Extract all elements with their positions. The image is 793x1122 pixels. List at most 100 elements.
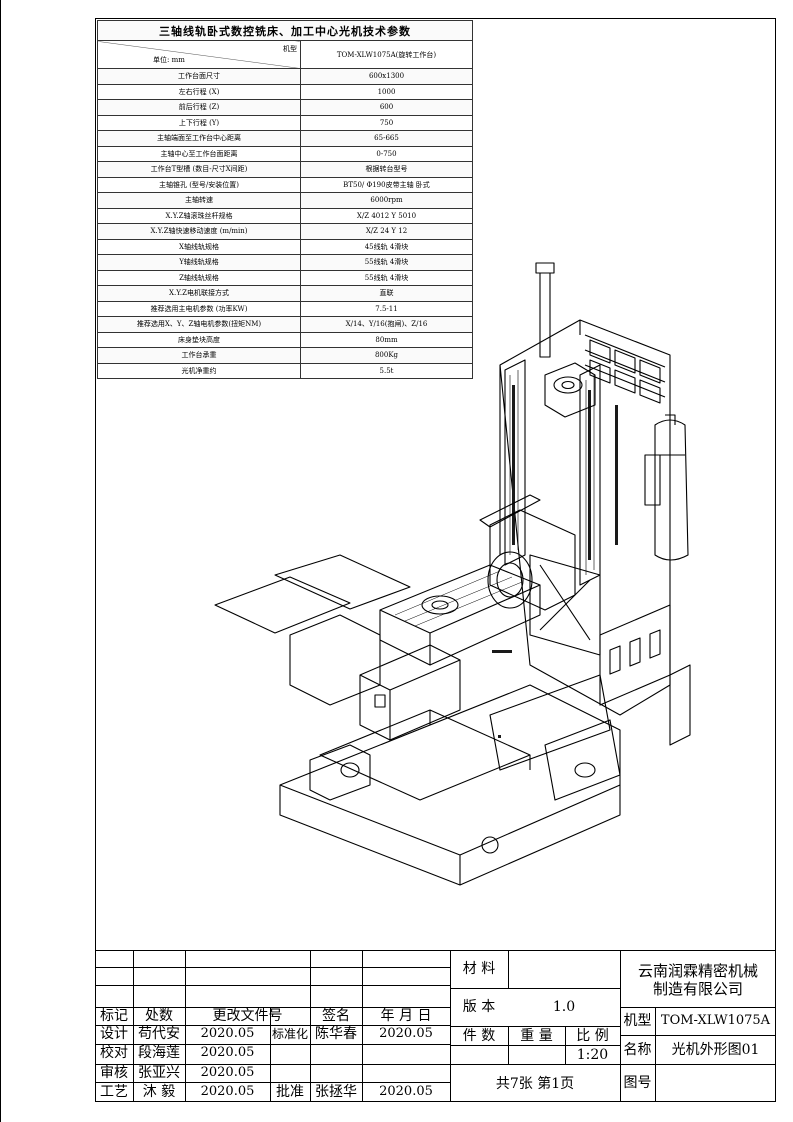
spec-row-value: 65-665 [300,130,473,147]
name-design: 苟代安 [138,1026,180,1042]
spindle-motor [544,362,596,418]
coolant-tube [539,266,551,358]
spec-row-label: 主轴转速 [97,192,301,209]
role-review: 审核 [100,1065,128,1081]
header-signature: 签名 [322,1008,350,1024]
bed-hole [481,836,499,854]
page-left-border [0,0,1,1122]
spec-row-value: 直联 [300,285,473,302]
spec-row-label: 主轴端面至工作台中心距离 [97,130,301,147]
spindle-head [489,509,576,611]
spec-table-corner-header: 机型 单位: mm [97,40,301,69]
date-design: 2020.05 [200,1026,255,1041]
version-label: 版 本 [462,999,496,1015]
spec-row-value: X/Z 4012 Y 5010 [300,207,473,224]
spec-row-label: 主轴中心至工作台面距离 [97,145,301,162]
date-review: 2020.05 [200,1065,255,1080]
date-check: 2020.05 [200,1045,255,1060]
scale-label: 比 例 [576,1028,609,1044]
role-process: 工艺 [100,1084,128,1100]
material-label: 材 料 [462,961,496,977]
spec-row-label: 主轴锥孔 (型号/安装位置) [97,176,301,193]
version-value: 1.0 [552,999,576,1015]
company-line-1: 云南润霖精密机械 [637,962,758,980]
column-left-rail [504,359,526,566]
spec-row-label: X轴线轨规格 [97,238,301,255]
spec-row: X.Y.Z轴快速移动速度 (m/min)X/Z 24 Y 12 [97,223,473,240]
spec-row: 前后行程 (Z)600 [97,99,473,116]
spec-table-title: 三轴线轨卧式数控铣床、加工中心光机技术参数 [97,20,473,41]
spec-row-label: 前后行程 (Z) [97,99,301,116]
spec-model-value: TOM-XLW1075A(旋转工作台) [300,40,473,69]
role-approve: 批准 [276,1084,304,1100]
date-standardization: 2020.05 [379,1026,433,1041]
coolant-bottle [654,419,689,561]
spec-row-value: X/Z 24 Y 12 [300,223,473,240]
drawing-name-value: 光机外形图01 [671,1042,760,1058]
spec-header-unit-label: 单位: mm [153,56,185,64]
name-review: 张亚兴 [138,1065,180,1081]
rotary-table-center [421,595,459,615]
tube-cap [535,262,555,274]
model-value: TOM-XLW1075A [660,1013,771,1028]
z-axis-servo [544,719,621,801]
spec-row: 左右行程 (X)1000 [97,83,473,100]
spec-row-value: 5.5t [300,362,473,379]
weight-label: 重 量 [520,1028,553,1044]
name-process: 沐 毅 [142,1084,176,1100]
date-process: 2020.05 [200,1084,255,1099]
x-axis-upper-cover [274,554,411,610]
spec-row-label: 左右行程 (X) [97,83,301,100]
header-count: 处数 [145,1008,173,1024]
rotary-table-top [379,564,541,634]
title-block: 标记 处数 更改文件号 签名 年 月 日 设计 苟代安 2020.05 标准化 … [95,950,776,1102]
spindle-nose [487,551,533,609]
spec-row-value: 0-750 [300,145,473,162]
spec-row-label: X.Y.Z轴滚珠丝杆规格 [97,207,301,224]
spec-row-value: 600x1300 [300,68,473,85]
count-label: 件 数 [462,1028,496,1044]
spec-row: 推荐选用X、Y、Z轴电机参数(扭矩NM)X/14、Y/16(抱闸)、Z/16 [97,316,473,333]
spec-row-label: 工作台面尺寸 [97,68,301,85]
motor-pulley [553,376,583,394]
name-approve: 张拯华 [315,1084,357,1100]
spec-row-value: 根据转台型号 [300,161,473,178]
z-axis-right-cover [489,674,611,771]
role-design: 设计 [100,1026,128,1042]
company-line-2: 制造有限公司 [652,980,743,998]
spec-row-value: 600 [300,99,473,116]
drawing-number-label: 图号 [623,1075,652,1091]
spec-row-label: 上下行程 (Y) [97,114,301,131]
header-mark: 标记 [100,1008,128,1024]
spec-row-value: 6000rpm [300,192,473,209]
spec-row: 主轴锥孔 (型号/安装位置)BT50/ Φ190皮带主轴 卧式 [97,176,473,193]
machine-isometric-drawing [214,262,691,886]
drawing-frame [95,18,776,1102]
spec-row-value: 55线轨 4滑块 [300,254,473,271]
machine-bed [279,684,621,886]
model-label: 机型 [623,1013,652,1029]
spec-row-value: 750 [300,114,473,131]
spec-row-label: Y轴线轨规格 [97,254,301,271]
date-approve: 2020.05 [379,1084,433,1099]
header-change-doc: 更改文件号 [212,1008,283,1024]
name-label: 名称 [623,1042,652,1058]
name-standardization: 陈华春 [315,1026,357,1042]
role-check: 校对 [100,1045,128,1061]
x-axis-left-cover [214,576,351,634]
spec-row-value: 1000 [300,83,473,100]
z-motor-housing [359,644,461,741]
spec-header-model-label: 机型 [283,45,297,53]
spec-row-value: 45线轨 4滑块 [300,238,473,255]
role-standardization: 标准化 [271,1027,308,1041]
spec-row-value: BT50/ Φ190皮带主轴 卧式 [300,176,473,193]
x-axis-servo [309,744,371,801]
